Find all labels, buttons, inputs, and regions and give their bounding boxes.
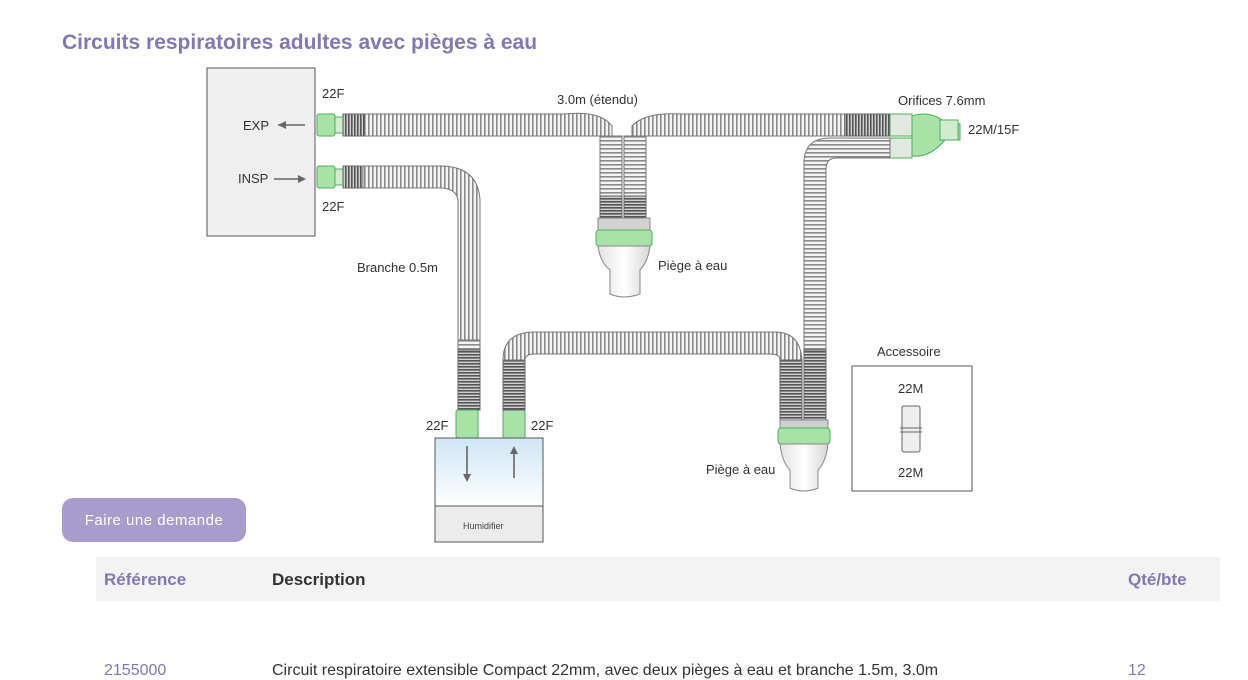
branch-label: Branche 0.5m — [357, 260, 438, 275]
table-row: 2155000 Circuit respiratoire extensible … — [96, 601, 1220, 679]
row-description: Circuit respiratoire extensible Compact … — [272, 662, 939, 679]
accessory-top-label: 22M — [898, 381, 923, 396]
header-description: Description — [272, 570, 366, 589]
orifices-label: Orifices 7.6mm — [898, 93, 985, 108]
humidifier-chamber — [434, 437, 544, 507]
product-table: Référence Description Qté/bte 2155000 Ci… — [96, 557, 1220, 679]
humidifier-left-port-label: 22F — [426, 418, 448, 433]
exp-port-label: 22F — [322, 86, 344, 101]
wye-connector-label: 22M/15F — [968, 122, 1019, 137]
header-reference: Référence — [104, 570, 187, 589]
request-button[interactable]: Faire une demande — [62, 498, 246, 542]
water-trap-lower-label: Piège à eau — [706, 462, 775, 477]
water-trap-lower-icon — [779, 443, 829, 492]
humidifier-base — [434, 505, 544, 543]
insp-connector-icon — [316, 165, 336, 189]
page-title: Circuits respiratoires adultes avec pièg… — [62, 31, 538, 54]
humidifier-connector-left-icon — [455, 409, 479, 439]
header-quantity: Qté/bte — [1128, 570, 1187, 589]
accessory-bottom-label: 22M — [898, 465, 923, 480]
water-trap-upper-collar-icon — [595, 229, 653, 247]
water-trap-upper-label: Piège à eau — [658, 258, 727, 273]
exp-connector-icon — [316, 113, 336, 137]
tube-length-label: 3.0m (étendu) — [557, 92, 638, 107]
breathing-circuit-diagram: EXP INSP 22F 22F 3.0m (étendu) Piège à e… — [206, 67, 1019, 543]
humidifier-label: Humidifier — [463, 521, 504, 531]
humidifier-connector-right-icon — [502, 409, 526, 439]
water-trap-lower-collar-icon — [777, 427, 831, 445]
insp-label: INSP — [238, 171, 268, 186]
row-quantity: 12 — [1128, 662, 1146, 679]
accessory-connector-icon — [901, 405, 921, 453]
row-reference: 2155000 — [104, 662, 167, 679]
insp-port-label: 22F — [322, 199, 344, 214]
humidifier-right-port-label: 22F — [531, 418, 553, 433]
accessory-title: Accessoire — [877, 344, 941, 359]
water-trap-upper-icon — [597, 245, 651, 298]
table-header: Référence Description Qté/bte — [96, 557, 1220, 601]
exp-label: EXP — [243, 118, 269, 133]
ventilator-box — [206, 67, 316, 237]
